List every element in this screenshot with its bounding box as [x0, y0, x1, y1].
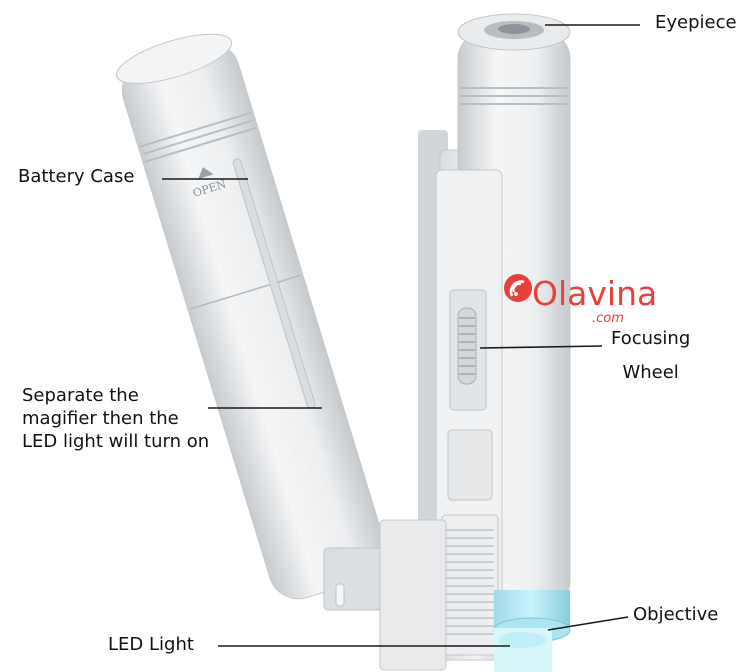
tube-grip-rings	[460, 87, 568, 105]
focusing-wheel-label-line2: Wheel	[622, 362, 679, 383]
separate-label-line3: LED light will turn on	[22, 431, 210, 452]
objective-leader	[547, 616, 629, 631]
leader-lines	[162, 24, 640, 647]
battery-case-label: Battery Case	[18, 166, 135, 187]
watermark-domain: .com	[592, 311, 624, 326]
watermark-brand: Olavina	[532, 274, 657, 313]
separate-label-line2: magifier then the	[22, 408, 179, 429]
focusing-wheel[interactable]	[457, 307, 477, 385]
slider-switch[interactable]	[441, 429, 499, 656]
eyepiece-label: Eyepiece	[655, 12, 737, 33]
separate-label: Separate the magifier then the LED light…	[22, 384, 222, 453]
base-clip	[323, 519, 447, 671]
focusing-wheel-label: Focusing Wheel	[611, 322, 690, 390]
objective-label: Objective	[633, 604, 719, 625]
focusing-wheel-label-line1: Focusing	[611, 328, 691, 349]
separate-label-line1: Separate the	[22, 385, 139, 406]
led-light	[494, 628, 552, 672]
focus-leader	[479, 345, 603, 349]
olavina-watermark: Olavina .com	[504, 274, 657, 326]
battery-tube: OPEN	[115, 33, 387, 600]
led-light-label: LED Light	[108, 634, 194, 655]
